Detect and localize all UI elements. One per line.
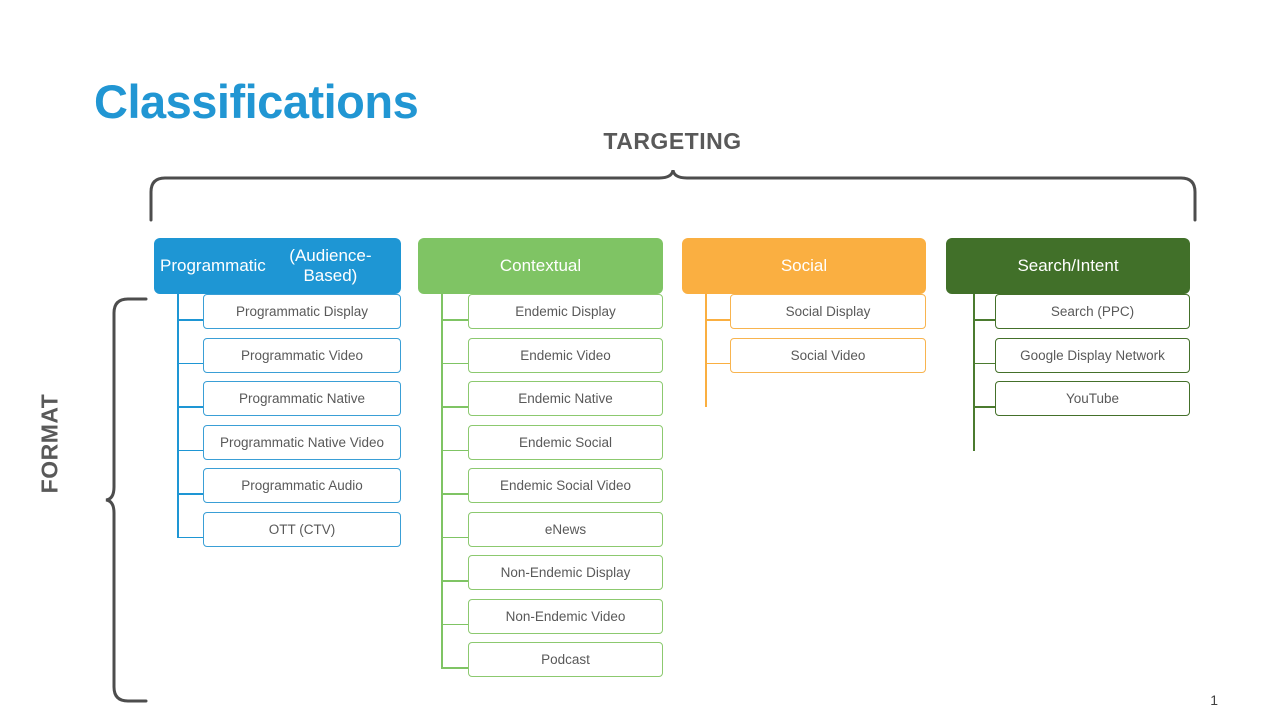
connector-stub bbox=[441, 667, 468, 669]
column-header-contextual[interactable]: Contextual bbox=[418, 238, 663, 294]
connector-stub bbox=[177, 319, 203, 321]
connector-stub bbox=[177, 449, 203, 451]
child-row: Programmatic Native bbox=[154, 381, 401, 425]
node-podcast[interactable]: Podcast bbox=[468, 642, 663, 677]
connector-stub bbox=[973, 406, 995, 408]
node-non-endemic-video[interactable]: Non-Endemic Video bbox=[468, 598, 663, 634]
node-endemic-video[interactable]: Endemic Video bbox=[468, 337, 663, 373]
child-row: Endemic Social Video bbox=[418, 468, 663, 512]
child-row: Endemic Native bbox=[418, 381, 663, 425]
child-row: Google Display Network bbox=[946, 337, 1190, 382]
column-header-social[interactable]: Social bbox=[682, 238, 926, 294]
connector-stub bbox=[441, 319, 468, 321]
connector-stub bbox=[177, 536, 203, 538]
node-endemic-display[interactable]: Endemic Display bbox=[468, 294, 663, 329]
connector-trunk-programmatic bbox=[177, 294, 179, 538]
child-row: Social Display bbox=[682, 294, 926, 338]
column-header-programmatic[interactable]: Programmatic (Audience-Based) bbox=[154, 238, 401, 294]
child-row: Podcast bbox=[418, 642, 663, 686]
child-row: Programmatic Video bbox=[154, 337, 401, 382]
child-row: YouTube bbox=[946, 381, 1190, 425]
connector-stub bbox=[441, 449, 468, 451]
connector-stub bbox=[705, 319, 730, 321]
node-non-endemic-display[interactable]: Non-Endemic Display bbox=[468, 555, 663, 590]
node-google-display-network[interactable]: Google Display Network bbox=[995, 337, 1190, 373]
child-row: eNews bbox=[418, 511, 663, 556]
connector-trunk-contextual bbox=[441, 294, 443, 669]
connector-stub bbox=[441, 362, 468, 364]
connector-stub bbox=[177, 406, 203, 408]
children-search-intent: Search (PPC) Google Display Network YouT… bbox=[946, 294, 1190, 425]
child-row: Endemic Video bbox=[418, 337, 663, 382]
children-programmatic: Programmatic Display Programmatic Video … bbox=[154, 294, 401, 555]
node-programmatic-display[interactable]: Programmatic Display bbox=[203, 294, 401, 329]
child-row: Non-Endemic Display bbox=[418, 555, 663, 599]
column-header-line1: Social bbox=[780, 256, 828, 276]
connector-stub bbox=[973, 319, 995, 321]
child-row: Programmatic Native Video bbox=[154, 424, 401, 469]
node-programmatic-native[interactable]: Programmatic Native bbox=[203, 381, 401, 416]
connector-stub bbox=[177, 493, 203, 495]
children-contextual: Endemic Display Endemic Video Endemic Na… bbox=[418, 294, 663, 686]
child-row: Programmatic Audio bbox=[154, 468, 401, 512]
child-row: Endemic Social bbox=[418, 424, 663, 469]
connector-trunk-social bbox=[705, 294, 707, 407]
children-social: Social Display Social Video bbox=[682, 294, 926, 381]
connector-stub bbox=[441, 536, 468, 538]
child-row: Non-Endemic Video bbox=[418, 598, 663, 643]
targeting-brace-icon bbox=[148, 170, 1198, 222]
child-row: Endemic Display bbox=[418, 294, 663, 338]
column-header-line2: (Audience-Based) bbox=[289, 246, 372, 285]
column-header-line1: Contextual bbox=[499, 256, 582, 276]
connector-stub bbox=[441, 493, 468, 495]
connector-stub bbox=[441, 623, 468, 625]
node-ott-ctv[interactable]: OTT (CTV) bbox=[203, 511, 401, 547]
format-brace-icon bbox=[104, 296, 148, 704]
connector-stub bbox=[177, 362, 203, 364]
node-search-ppc[interactable]: Search (PPC) bbox=[995, 294, 1190, 329]
page-title: Classifications bbox=[94, 75, 419, 128]
node-endemic-social[interactable]: Endemic Social bbox=[468, 424, 663, 460]
child-row: Programmatic Display bbox=[154, 294, 401, 338]
connector-stub bbox=[705, 362, 730, 364]
node-programmatic-video[interactable]: Programmatic Video bbox=[203, 337, 401, 373]
node-social-video[interactable]: Social Video bbox=[730, 337, 926, 373]
format-dimension-label: FORMAT bbox=[36, 393, 63, 494]
connector-stub bbox=[441, 580, 468, 582]
node-enews[interactable]: eNews bbox=[468, 511, 663, 547]
node-youtube[interactable]: YouTube bbox=[995, 381, 1190, 416]
node-social-display[interactable]: Social Display bbox=[730, 294, 926, 329]
column-header-line1: Search/Intent bbox=[1017, 256, 1119, 276]
column-header-search-intent[interactable]: Search/Intent bbox=[946, 238, 1190, 294]
node-programmatic-audio[interactable]: Programmatic Audio bbox=[203, 468, 401, 503]
targeting-dimension-label: TARGETING bbox=[603, 128, 742, 154]
child-row: OTT (CTV) bbox=[154, 511, 401, 556]
node-endemic-social-video[interactable]: Endemic Social Video bbox=[468, 468, 663, 503]
connector-stub bbox=[441, 406, 468, 408]
connector-stub bbox=[973, 362, 995, 364]
child-row: Search (PPC) bbox=[946, 294, 1190, 338]
node-programmatic-native-video[interactable]: Programmatic Native Video bbox=[203, 424, 401, 460]
column-header-line1: Programmatic bbox=[160, 256, 266, 276]
node-endemic-native[interactable]: Endemic Native bbox=[468, 381, 663, 416]
connector-trunk-search-intent bbox=[973, 294, 975, 451]
child-row: Social Video bbox=[682, 337, 926, 382]
page-number: 1 bbox=[1210, 692, 1218, 708]
